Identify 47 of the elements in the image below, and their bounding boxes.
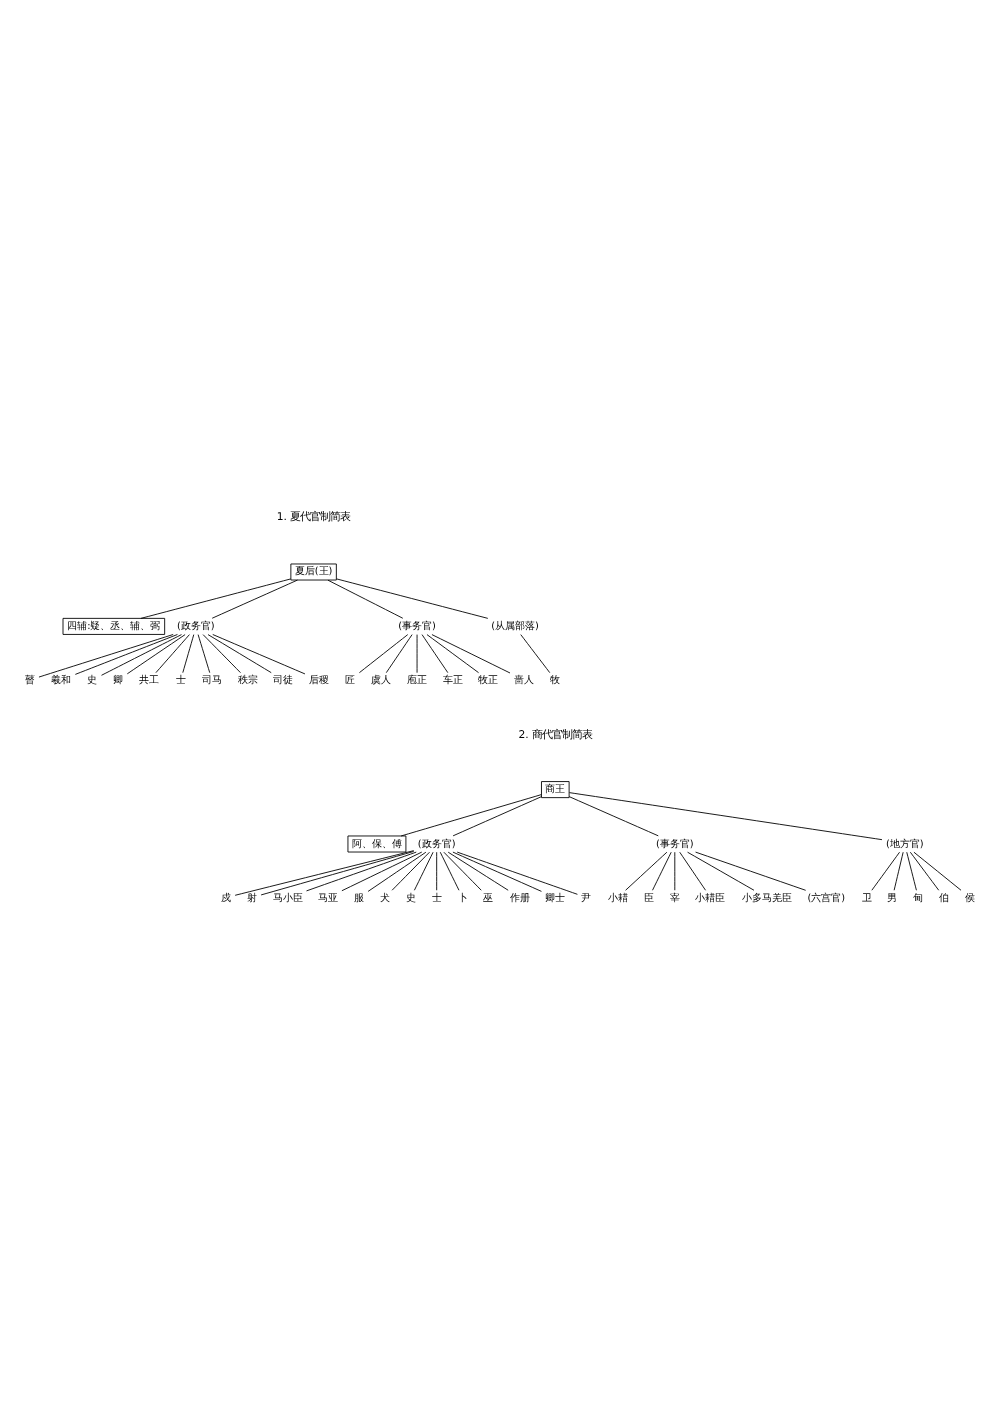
connector [400,794,542,837]
connector [197,634,211,674]
connector [327,579,404,619]
connector [391,851,430,891]
connector [155,634,190,674]
connector [336,578,489,619]
connector [679,851,706,891]
connector [913,851,962,891]
connector [452,796,542,837]
connector [426,634,479,674]
connector [140,578,292,619]
connector [101,634,182,676]
connector [569,792,883,841]
connector [385,634,413,674]
connector [212,634,306,675]
connector [74,634,178,675]
connector [211,579,298,619]
connector [439,851,460,891]
connector [893,851,904,891]
connector [443,851,482,891]
connector [413,851,434,891]
connector [126,634,186,675]
connector [182,634,195,674]
connector [367,851,427,892]
connector [341,851,423,892]
connector [421,634,449,674]
connector [306,851,417,892]
connector [871,851,900,891]
connector [436,851,438,891]
connector [625,851,668,891]
connector [906,851,917,891]
connector [456,851,578,895]
connector [431,634,511,674]
connector [452,851,542,892]
connector [695,851,807,891]
connector [687,851,755,891]
connector [568,796,659,837]
connector [207,634,272,674]
connector [38,634,174,678]
connector [652,851,672,891]
connector [234,850,415,896]
connector [358,634,409,674]
connector [202,634,241,674]
connector [260,851,415,896]
connector [520,634,551,674]
connector [909,851,940,891]
connector [447,851,509,891]
